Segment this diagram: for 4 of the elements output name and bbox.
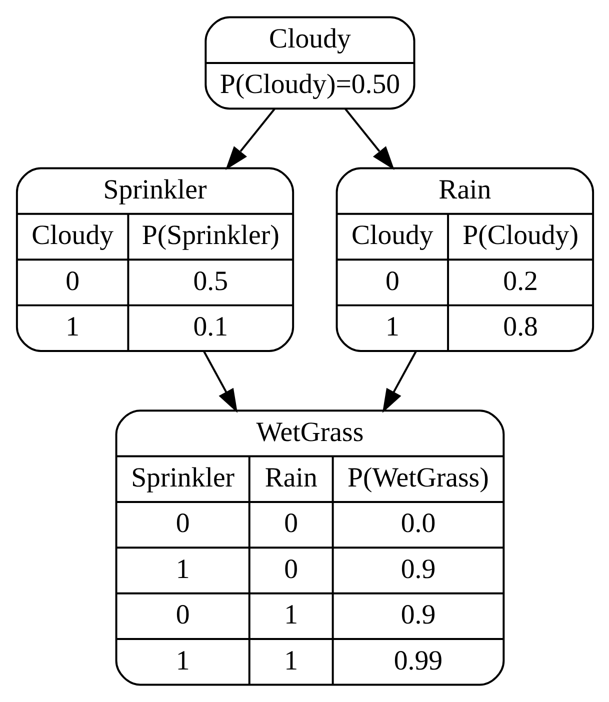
arrow [344,108,394,170]
arrow [382,351,416,413]
arrow [225,108,276,170]
arrow [202,351,237,413]
